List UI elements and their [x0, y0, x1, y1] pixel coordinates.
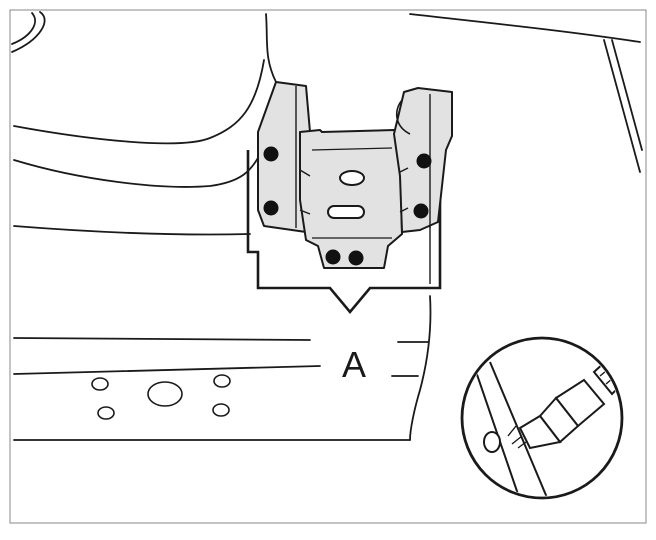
- fastener-dot: [325, 249, 341, 265]
- bracket-center-plate: [299, 129, 403, 269]
- body-panel-lines: [11, 11, 643, 441]
- drill-detail-inset: [460, 336, 624, 500]
- figure-frame: [9, 9, 647, 524]
- fastener-dots: [263, 146, 432, 266]
- hole: [212, 403, 230, 417]
- panel-holes: [91, 374, 231, 420]
- fastener-dot: [416, 153, 432, 169]
- callout-label-a: A: [342, 344, 366, 385]
- hole: [147, 381, 183, 407]
- callout-bracket: [246, 150, 446, 315]
- hole: [213, 374, 231, 388]
- hole: [97, 406, 115, 420]
- bracket-round-hole: [339, 170, 365, 186]
- drilled-hole: [483, 431, 501, 453]
- mounting-bracket: [257, 81, 453, 269]
- hole: [91, 377, 109, 391]
- fastener-dot: [413, 203, 429, 219]
- bracket-slot: [327, 205, 365, 219]
- fastener-dot: [263, 200, 279, 216]
- fastener-dot: [348, 250, 364, 266]
- fastener-dot: [263, 146, 279, 162]
